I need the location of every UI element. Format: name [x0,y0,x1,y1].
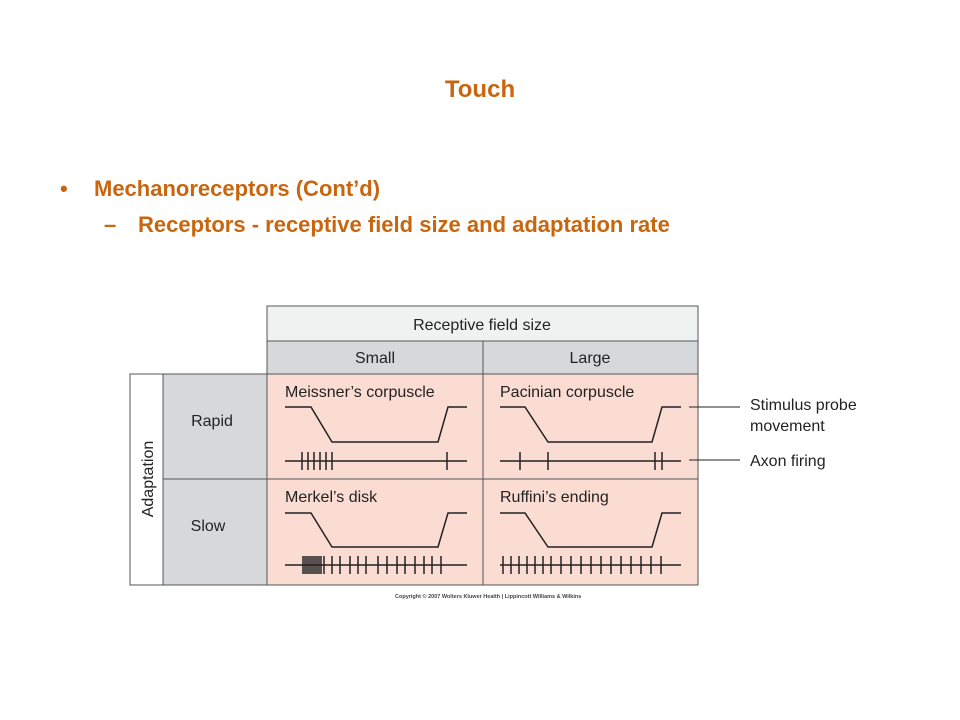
bullet-marker: • [60,176,68,201]
callout-stimulus-line2: movement [750,418,825,435]
cell-label-ruffini: Ruffini’s ending [500,489,609,506]
callout-axon: Axon firing [750,453,826,470]
sub-bullet-text: Receptors - receptive field size and ada… [138,212,670,237]
stimulus-trace-pacinian [500,406,681,443]
column-label-small: Small [355,350,395,367]
sub-bullet-item: –Receptors - receptive field size and ad… [104,212,670,238]
stimulus-trace-ruffini [500,512,681,548]
column-label-large: Large [570,350,611,367]
column-header-small [266,340,484,375]
column-header-large [482,340,699,375]
cell-label-pacinian: Pacinian corpuscle [500,384,634,401]
header-label: Receptive field size [413,317,551,334]
callout-stimulus-line1: Stimulus probe [750,397,857,414]
bullet-item: • Mechanoreceptors (Cont’d) [60,176,380,202]
stimulus-trace-meissner [285,406,467,443]
cell-label-meissner: Meissner’s corpuscle [285,384,435,401]
row-axis-label: Adaptation [140,441,157,518]
header-box [266,305,699,342]
copyright-notice: Copyright © 2007 Wolters Kluwer Health |… [395,593,581,600]
row-label-slow: Slow [191,518,226,535]
axon-spikes-merkel [302,556,442,574]
row-label-rapid: Rapid [191,413,233,430]
axon-spikes-pacinian [519,452,663,470]
row-header-slow [162,478,268,586]
cell-label-merkel: Merkel’s disk [285,489,378,506]
stimulus-trace-merkel [285,512,467,548]
row-header-rapid [162,373,268,480]
slide-title: Touch [444,76,516,103]
axon-spikes-ruffini [502,556,662,574]
sub-bullet-dash: – [104,212,117,237]
bullet-text: Mechanoreceptors (Cont’d) [94,176,381,201]
row-axis-box [129,373,164,586]
axon-spikes-meissner [301,452,448,470]
